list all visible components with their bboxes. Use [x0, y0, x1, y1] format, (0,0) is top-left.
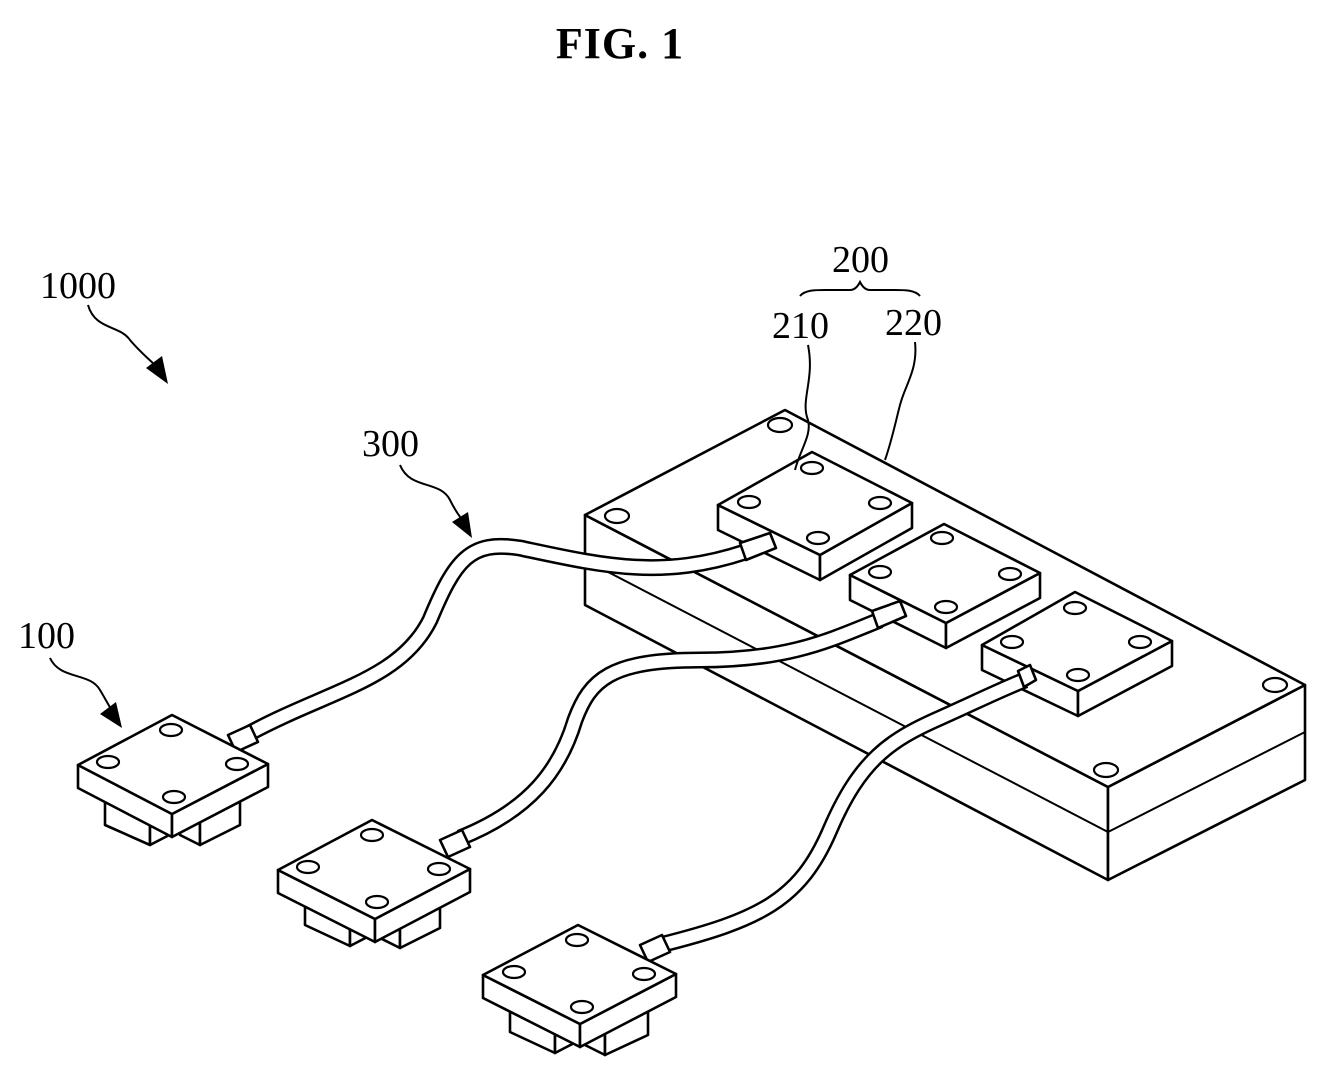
arrow-300 [452, 512, 472, 538]
leader-220 [885, 342, 915, 460]
label-220: 220 [885, 302, 942, 344]
label-300: 300 [362, 423, 419, 465]
brace-200 [800, 282, 920, 296]
label-100: 100 [18, 615, 75, 657]
label-200: 200 [832, 239, 889, 281]
figure-title: FIG. 1 [556, 19, 684, 68]
label-210: 210 [772, 305, 829, 347]
label-1000: 1000 [40, 265, 116, 307]
leader-100 [50, 658, 113, 712]
arrow-100 [100, 702, 122, 728]
leader-1000 [88, 305, 158, 368]
leader-300 [400, 465, 465, 522]
